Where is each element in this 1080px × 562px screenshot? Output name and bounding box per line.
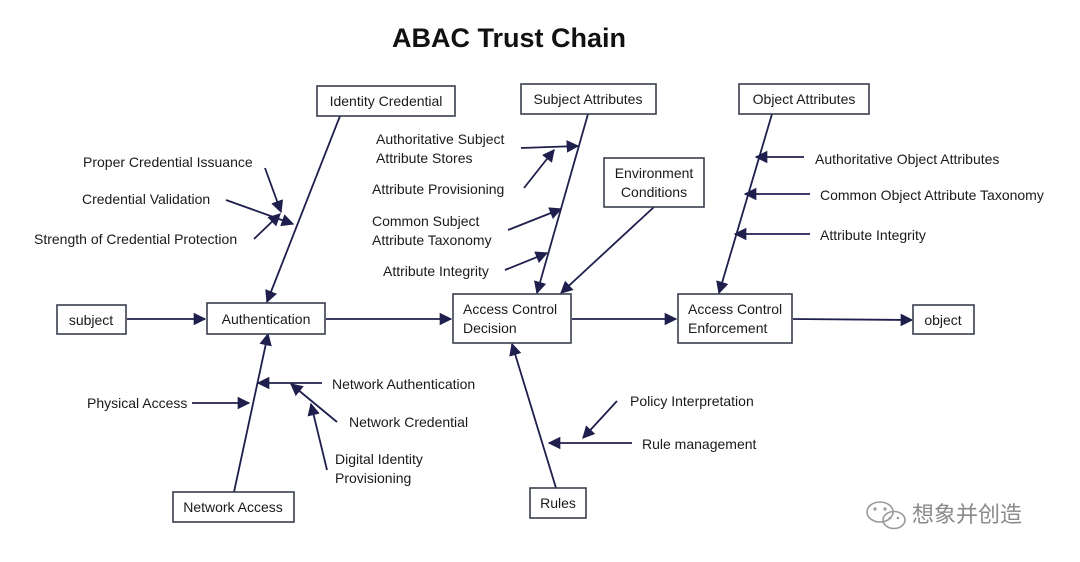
label-policy-interpretation: Policy Interpretation: [630, 393, 754, 409]
wechat-icon: [866, 501, 906, 530]
arrow-environment-conditions-to-decision: [560, 206, 655, 294]
label-network-authentication: Network Authentication: [332, 376, 475, 392]
arrow-authoritative-subject-attribute-stores: [520, 140, 580, 153]
box-subject-label: subject: [69, 312, 113, 328]
label-credential-validation: Credential Validation: [82, 191, 210, 207]
arrow-network-access-to-authentication: [233, 332, 272, 493]
arrow-policy-interpretation: [582, 400, 618, 439]
contributing-factor-labels: Proper Credential Issuance Credential Va…: [34, 131, 1044, 486]
box-object-label: object: [924, 312, 961, 328]
box-subject-attributes-label: Subject Attributes: [534, 91, 643, 107]
watermark-text: 想象并创造: [912, 503, 1022, 528]
label-attribute-provisioning: Attribute Provisioning: [372, 181, 504, 197]
box-access-control-enforcement-line-2: Enforcement: [688, 320, 767, 336]
arrow-enforcement-to-object: [792, 313, 914, 327]
box-environment-conditions: Environment Conditions: [603, 157, 705, 208]
label-physical-access: Physical Access: [87, 395, 187, 411]
box-rules: Rules: [529, 487, 587, 519]
label-rule-management: Rule management: [642, 436, 757, 452]
box-authentication: Authentication: [206, 302, 326, 335]
label-authoritative-object-attributes: Authoritative Object Attributes: [815, 151, 999, 167]
label-authoritative-subject-attribute-stores-line-1: Authoritative Subject: [376, 131, 505, 147]
label-strength-of-credential-protection: Strength of Credential Protection: [34, 231, 237, 247]
label-common-subject-attribute-taxonomy-line-1: Common Subject: [372, 213, 479, 229]
label-digital-identity-provisioning-line-2: Provisioning: [335, 470, 411, 486]
label-object-attribute-integrity: Attribute Integrity: [820, 227, 926, 243]
arrow-proper-credential-issuance: [264, 167, 284, 214]
box-network-access-label: Network Access: [183, 499, 283, 515]
arrow-subject-attributes-to-decision: [534, 113, 589, 295]
label-common-subject-attribute-taxonomy-line-2: Attribute Taxonomy: [372, 232, 492, 248]
arrow-object-attributes-to-enforcement: [716, 113, 773, 295]
box-identity-credential-label: Identity Credential: [330, 93, 443, 109]
box-identity-credential: Identity Credential: [316, 85, 456, 117]
label-subject-attribute-integrity: Attribute Integrity: [383, 263, 489, 279]
box-access-control-decision: Access Control Decision: [452, 293, 572, 344]
box-network-access: Network Access: [172, 491, 295, 523]
box-access-control-enforcement-line-1: Access Control: [688, 301, 782, 317]
arrow-common-subject-attribute-taxonomy: [507, 207, 563, 231]
diagram-title: ABAC Trust Chain: [392, 23, 626, 53]
arrow-strength-of-credential-protection: [253, 213, 281, 240]
connectors: [127, 113, 914, 493]
box-access-control-decision-line-2: Decision: [463, 320, 517, 336]
arrow-credential-validation: [225, 199, 295, 227]
arrow-subject-attribute-integrity: [504, 251, 549, 271]
arrow-rules-to-decision: [509, 342, 557, 489]
box-object-attributes: Object Attributes: [738, 83, 870, 115]
arrow-attribute-provisioning: [523, 149, 555, 189]
box-access-control-decision-line-1: Access Control: [463, 301, 557, 317]
box-subject: subject: [56, 304, 127, 335]
label-network-credential: Network Credential: [349, 414, 468, 430]
box-environment-conditions-line-2: Conditions: [621, 184, 687, 200]
box-object-attributes-label: Object Attributes: [753, 91, 856, 107]
label-digital-identity-provisioning-line-1: Digital Identity: [335, 451, 423, 467]
arrow-identity-credential-to-authentication: [265, 115, 341, 304]
box-environment-conditions-line-1: Environment: [615, 165, 694, 181]
watermark: 想象并创造: [866, 501, 1022, 530]
box-access-control-enforcement: Access Control Enforcement: [677, 293, 793, 344]
label-common-object-attribute-taxonomy: Common Object Attribute Taxonomy: [820, 187, 1044, 203]
box-authentication-label: Authentication: [222, 311, 311, 327]
box-object: object: [912, 304, 975, 335]
box-subject-attributes: Subject Attributes: [520, 83, 657, 115]
arrow-digital-identity-provisioning: [307, 402, 328, 471]
label-proper-credential-issuance: Proper Credential Issuance: [83, 154, 253, 170]
label-authoritative-subject-attribute-stores-line-2: Attribute Stores: [376, 150, 473, 166]
box-rules-label: Rules: [540, 495, 576, 511]
